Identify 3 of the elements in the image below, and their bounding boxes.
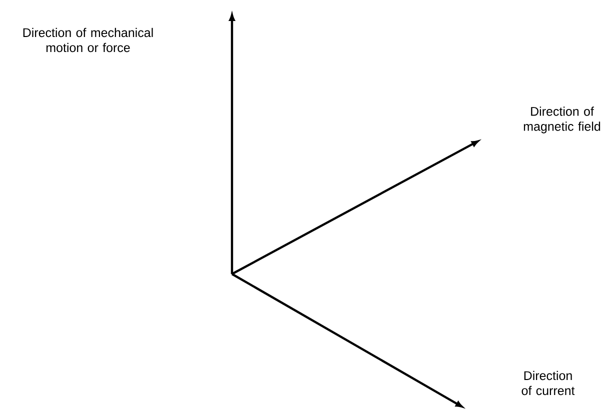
axis-label: Direction of current (522, 370, 575, 396)
axis-label: Direction of magnetic field (524, 106, 600, 134)
axis-label: Direction of mechanical motion or force (23, 28, 153, 52)
